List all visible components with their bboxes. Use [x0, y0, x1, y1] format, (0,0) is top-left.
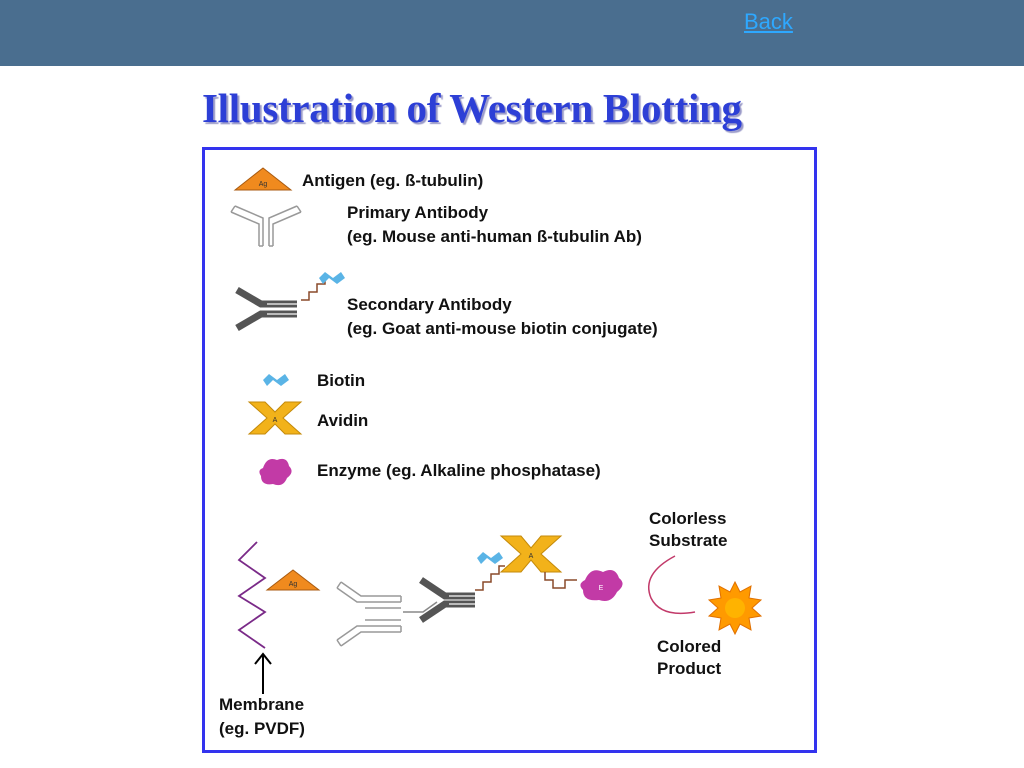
linker-chain-icon — [544, 572, 577, 589]
primary-antibody-title: Primary Antibody — [347, 203, 489, 222]
antigen-icon-tag: Ag — [259, 181, 268, 188]
enzyme-bound-icon: E — [580, 570, 623, 601]
back-link[interactable]: Back — [744, 9, 793, 34]
product-label-line1: Colored — [657, 637, 722, 656]
avidin-bound-icon: A — [499, 535, 563, 573]
biotin-legend-icon — [263, 374, 289, 386]
primary-antibody-example: (eg. Mouse anti-human ß-tubulin Ab) — [347, 227, 642, 246]
biotin-label: Biotin — [317, 371, 366, 390]
antigen-bound-tag: Ag — [289, 581, 298, 588]
diagram-artwork: Ag A — [230, 167, 763, 694]
substrate-conversion-arrow-icon — [648, 555, 696, 615]
biotin-bound-icon — [477, 552, 503, 564]
secondary-antibody-title: Secondary Antibody — [347, 295, 512, 314]
antigen-legend-icon: Ag — [233, 167, 293, 191]
secondary-antibody-legend-icon — [235, 272, 345, 332]
enzyme-legend-icon — [259, 458, 292, 486]
avidin-legend-icon: A — [247, 401, 303, 435]
membrane-arrow-icon — [254, 652, 272, 694]
substrate-label-line1: Colorless — [649, 509, 727, 528]
membrane-label-line2: (eg. PVDF) — [219, 719, 305, 738]
avidin-bound-tag: A — [529, 553, 534, 560]
primary-antibody-bound-icon — [336, 581, 402, 647]
antigen-bound-icon: Ag — [265, 569, 321, 591]
avidin-icon-tag: A — [273, 417, 278, 424]
secondary-antibody-example: (eg. Goat anti-mouse biotin conjugate) — [347, 319, 658, 338]
secondary-antibody-bound-icon — [403, 565, 505, 623]
enzyme-bound-tag: E — [599, 585, 604, 592]
top-bar: Back — [0, 0, 1024, 66]
membrane-label-line1: Membrane — [219, 695, 305, 714]
colored-product-icon — [707, 580, 763, 636]
membrane-icon — [237, 541, 267, 649]
primary-antibody-legend-icon — [230, 205, 302, 247]
avidin-label: Avidin — [317, 411, 369, 430]
antigen-label: Antigen (eg. ß-tubulin) — [302, 171, 484, 190]
substrate-label-line2: Substrate — [649, 531, 728, 550]
diagram-frame: Ag A — [202, 147, 817, 753]
product-label-line2: Product — [657, 659, 722, 678]
page-title: Illustration of Western Blotting — [202, 85, 742, 131]
enzyme-label: Enzyme (eg. Alkaline phosphatase) — [317, 461, 601, 480]
